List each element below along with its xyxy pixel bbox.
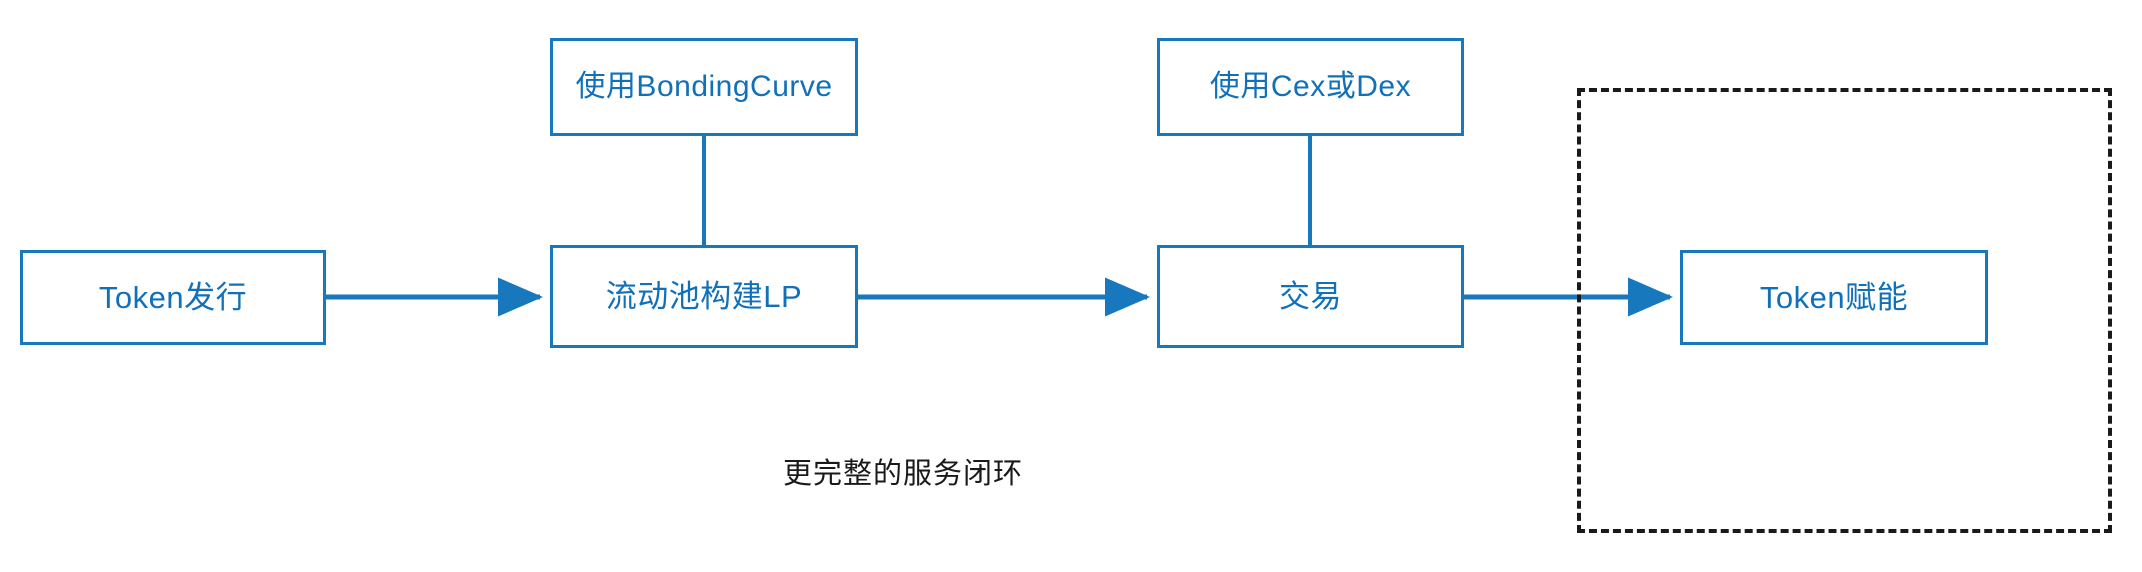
- node-token-issue[interactable]: Token发行: [20, 250, 326, 345]
- node-trade[interactable]: 交易: [1157, 245, 1464, 348]
- highlight-dashed-region: [1577, 88, 2112, 533]
- node-token-empower[interactable]: Token赋能: [1680, 250, 1988, 345]
- diagram-caption: 更完整的服务闭环: [783, 458, 1024, 490]
- node-bonding-curve[interactable]: 使用BondingCurve: [550, 38, 858, 136]
- node-liquidity-pool[interactable]: 流动池构建LP: [550, 245, 858, 348]
- node-cex-or-dex[interactable]: 使用Cex或Dex: [1157, 38, 1464, 136]
